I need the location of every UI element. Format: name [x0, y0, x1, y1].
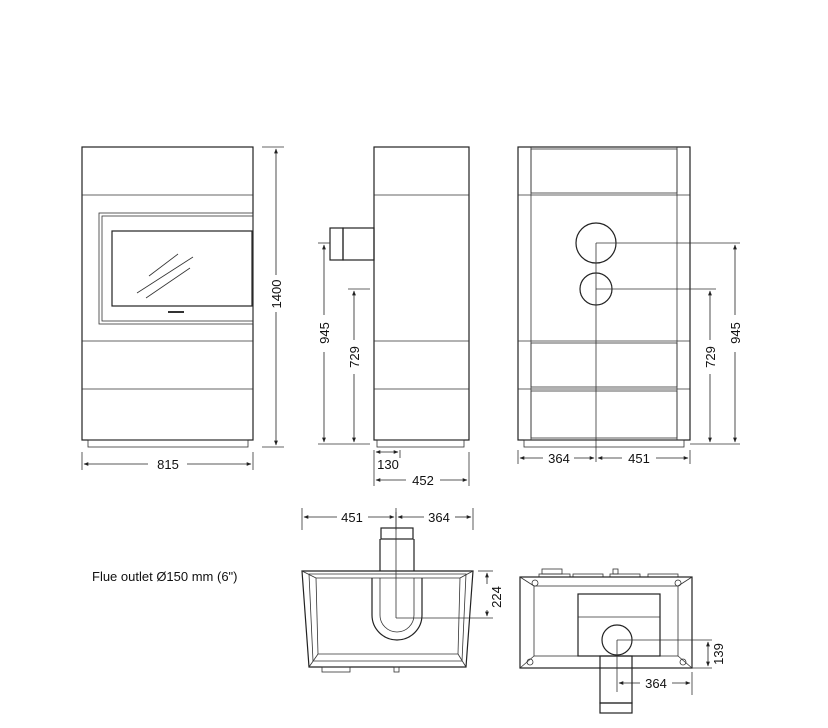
- bottom-offset-label: 364: [645, 676, 667, 691]
- depth-label: 452: [412, 473, 434, 488]
- back-flue-height-label: 945: [728, 322, 743, 344]
- top-view: 451 364 224: [301, 508, 504, 673]
- bottom-view: 139 364: [519, 568, 726, 714]
- side-view: 945 729 130 452: [317, 146, 470, 488]
- flue-outlet-note: Flue outlet Ø150 mm (6"): [92, 569, 238, 584]
- back-right-label: 451: [628, 451, 650, 466]
- glass-door: [111, 230, 253, 307]
- bottom-depth-label: 139: [711, 643, 726, 665]
- flue-height-label: 945: [317, 322, 332, 344]
- logo: [168, 311, 184, 313]
- flue-depth-label: 130: [377, 457, 399, 472]
- top-right-label: 364: [428, 510, 450, 525]
- width-label: 815: [157, 457, 179, 472]
- back-left-label: 364: [548, 451, 570, 466]
- top-left-label: 451: [341, 510, 363, 525]
- back-view: 945 729 364 451: [517, 146, 743, 466]
- height-label: 1400: [269, 280, 284, 309]
- front-view: 1400 815: [81, 146, 284, 472]
- back-air-height-label: 729: [703, 346, 718, 368]
- air-height-label: 729: [347, 346, 362, 368]
- top-depth-label: 224: [489, 586, 504, 608]
